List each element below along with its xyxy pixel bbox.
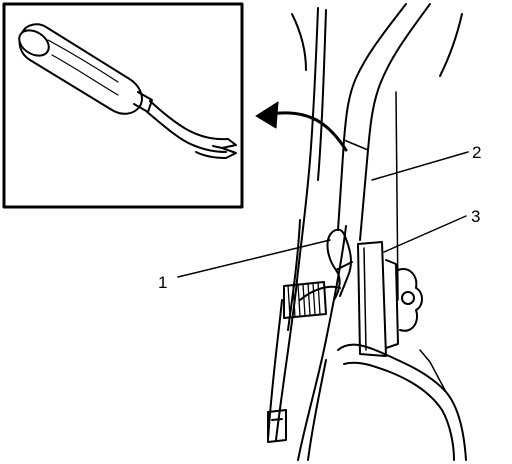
curved-arrow-icon: [255, 101, 348, 152]
callout-2: 2: [472, 143, 481, 162]
leader-2: [371, 151, 469, 181]
door-seal: [297, 225, 467, 461]
callout-1: 1: [158, 273, 167, 292]
leader-3: [383, 215, 467, 253]
trim-panel-edge: [337, 3, 431, 301]
retainer-bracket: [357, 241, 423, 357]
callout-3: 3: [471, 207, 480, 226]
tool-inset: [2, 2, 244, 209]
leader-lines: [177, 151, 469, 278]
pillar-structure: [267, 7, 463, 441]
threaded-stud: [283, 281, 327, 319]
trim-panel-removal-tool-icon: [18, 23, 237, 159]
lower-clip: [267, 409, 287, 443]
inset-frame: [2, 2, 244, 209]
leader-1: [177, 239, 331, 278]
